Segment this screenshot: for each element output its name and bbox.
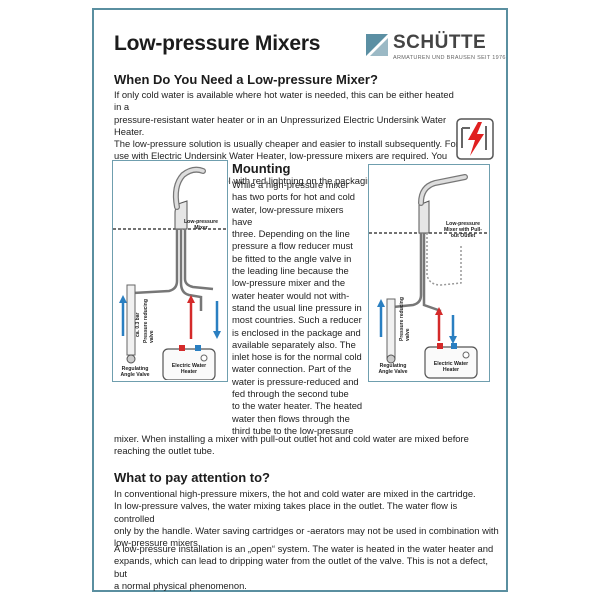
brand-name: SCHÜTTE — [393, 32, 487, 53]
mounting-body-continued: mixer. When installing a mixer with pull… — [114, 433, 494, 458]
mounting-body: While a high-pressure mixer has two port… — [232, 179, 364, 437]
text-line: a normal physical phenomenon. — [114, 579, 247, 591]
text-line: inlet hose is for the normal cold — [232, 351, 362, 363]
text-line: three. Depending on the line — [232, 228, 350, 240]
brand-logo: SCHÜTTE ARMATUREN UND BRAUSEN SEIT 1976 — [366, 32, 505, 68]
text-line: the leading line because the — [232, 265, 349, 277]
text-line: third tube to the low-pressure — [232, 424, 354, 436]
label-pressure-reducing-valve: Pressure reducing valve — [143, 299, 155, 343]
label-regulating-angle-valve: Regulating Angle Valve — [120, 366, 150, 379]
section1-heading: When Do You Need a Low-pressure Mixer? — [114, 72, 378, 87]
section3-para1: In conventional high-pressure mixers, th… — [114, 488, 499, 549]
text-line: water, low-pressure mixers have — [232, 203, 344, 227]
section3-para2: A low-pressure installation is an „open“… — [114, 543, 499, 592]
text-line: low-pressure mixer and the — [232, 277, 346, 289]
text-line: fed through the second tube — [232, 388, 349, 400]
text-line: is enclosed in the package and — [232, 326, 361, 338]
text-line: water heater would not with- — [232, 289, 350, 301]
text-line: In conventional high-pressure mixers, th… — [114, 488, 476, 499]
text-line: most countries. Such a reducer — [232, 314, 362, 326]
diagram-pull-out-mixer: Low-pressure Mixer with Pull-out Outlet … — [368, 164, 490, 382]
text-line: reaching the outlet tube. — [114, 445, 215, 457]
page-title: Low-pressure Mixers — [114, 32, 321, 55]
text-line: mixer. When installing a mixer with pull… — [114, 433, 469, 444]
mounting-heading: Mounting — [232, 161, 291, 176]
text-line: water is pressure-reduced and — [232, 375, 359, 387]
label-pressure-reducing-valve-right: Pressure reducing valve — [399, 297, 411, 341]
text-line: only by the handle. Water saving cartrid… — [114, 524, 499, 536]
label-electric-water-heater: Electric Water Heater — [171, 363, 207, 376]
label-pressure: ca. 0.3 bar — [135, 312, 141, 337]
brand-tagline: ARMATUREN UND BRAUSEN SEIT 1976 — [393, 55, 506, 61]
text-line: low-pressure mixers. — [114, 537, 201, 549]
installation-diagram-right — [369, 174, 488, 379]
text-line: A low-pressure installation is an „open“… — [114, 543, 494, 554]
label-regulating-angle-valve-right: Regulating Angle Valve — [378, 363, 408, 376]
label-low-pressure-mixer: Low-pressure Mixer — [183, 219, 218, 232]
text-line: The low-pressure solution is usually che… — [114, 138, 459, 150]
text-line: stand the usual line pressure in — [232, 301, 362, 313]
document-page: Low-pressure Mixers SCHÜTTE ARMATUREN UN… — [92, 8, 508, 592]
low-pressure-lightning-icon — [456, 118, 494, 160]
installation-diagram-left — [113, 166, 226, 380]
text-line: to the water heater. The heated — [232, 400, 363, 412]
section3-heading: What to pay attention to? — [114, 470, 270, 485]
text-line: While a high-pressure mixer — [232, 179, 349, 190]
text-line: has two ports for hot and cold — [232, 191, 355, 203]
text-line: water then flows through the — [232, 412, 350, 424]
text-line: pressure-resistant water heater or in an… — [114, 113, 447, 137]
text-line: In low-pressure valves, the water mixing… — [114, 500, 458, 524]
text-line: be fitted to the angle valve in — [232, 252, 352, 264]
text-line: recognize them by a symbol with red ligh… — [114, 175, 381, 187]
logo-mark-icon — [366, 34, 388, 56]
text-line: If only cold water is available where ho… — [114, 89, 454, 113]
text-line: expands, which can lead to dripping wate… — [114, 555, 488, 579]
diagram-low-pressure-mixer: Low-pressure Mixer ca. 0.3 bar Pressure … — [112, 160, 228, 382]
text-line: pressure a flow reducer must — [232, 240, 353, 252]
label-pull-out-mixer: Low-pressure Mixer with Pull-out Outlet — [443, 221, 483, 240]
text-line: available separately also. The — [232, 338, 356, 350]
text-line: water connection. Part of the — [232, 363, 352, 375]
label-electric-water-heater-right: Electric Water Heater — [433, 361, 469, 374]
